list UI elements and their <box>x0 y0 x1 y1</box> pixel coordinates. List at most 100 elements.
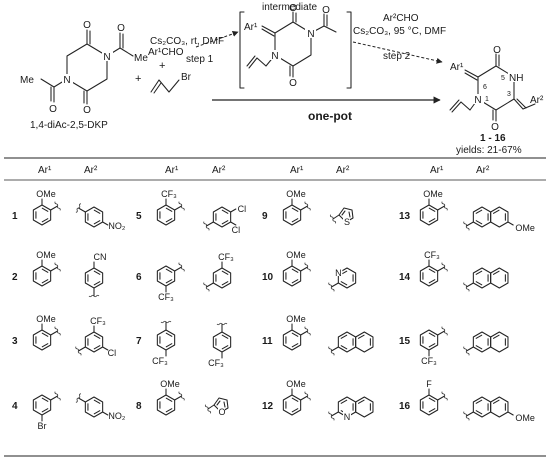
ar2-structure: N <box>328 396 374 422</box>
ar2-structure: CF₃ <box>208 322 232 368</box>
step2-conditions: Cs₂CO₃, 95 °C, DMF <box>353 26 446 37</box>
amide-n-label: N <box>307 29 314 40</box>
svg-text:CF₃: CF₃ <box>161 189 177 199</box>
svg-text:S: S <box>344 217 350 227</box>
ar2-structure: S <box>329 207 354 227</box>
compound-number: 2 <box>12 272 18 283</box>
compound-number: 9 <box>262 211 268 222</box>
reactant-name: 1,4-diAc-2,5-DKP <box>30 120 108 131</box>
svg-text:OMe: OMe <box>36 250 56 260</box>
carbonyl-o-label: O <box>491 122 499 133</box>
table-header: Ar¹ Ar² Ar¹ Ar² Ar¹ Ar² Ar¹ Ar² <box>38 165 490 176</box>
ring-position-number: 5 <box>501 75 505 82</box>
ar1-structure: OMe <box>282 314 311 351</box>
svg-text:NO₂: NO₂ <box>108 221 126 231</box>
compound-number: 13 <box>399 211 411 222</box>
acetyl-o-label: O <box>117 23 125 34</box>
amide-n-label: N <box>271 51 278 62</box>
compound-number: 10 <box>262 272 274 283</box>
step2-arrow <box>352 41 443 64</box>
header-ar1: Ar¹ <box>290 165 304 176</box>
carbonyl-o-label: O <box>83 105 91 116</box>
carbonyl-o-label: O <box>493 45 501 56</box>
svg-text:Cl: Cl <box>232 225 241 235</box>
compound-number: 12 <box>262 401 274 412</box>
ar1-structure: OMe <box>156 379 185 416</box>
svg-text:OMe: OMe <box>286 314 306 324</box>
svg-text:N: N <box>335 268 342 278</box>
compound-number: 3 <box>12 336 18 347</box>
step1-arrow <box>195 30 239 48</box>
header-ar1: Ar¹ <box>430 165 444 176</box>
ar1-structure: OMe <box>419 189 448 226</box>
header-ar2: Ar² <box>476 165 490 176</box>
compound-number: 8 <box>136 401 142 412</box>
reaction-scheme: N N O O O O Me Me 1,4-diAc-2,5-DKP + Ar¹… <box>20 2 544 156</box>
ring-position-number: 3 <box>507 91 511 98</box>
compound-number: 16 <box>399 401 411 412</box>
ar2-structure <box>463 331 509 356</box>
ar2-label: Ar² <box>530 95 544 106</box>
product-range: 1 - 16 <box>480 133 506 144</box>
ring-position-number: 6 <box>483 84 487 91</box>
ar2-structure: N <box>328 267 357 292</box>
diketopiperazine-structure <box>40 29 134 105</box>
ar2-structure: CF₃ <box>203 252 234 292</box>
header-ar2: Ar² <box>336 165 350 176</box>
svg-text:CF₃: CF₃ <box>158 292 174 302</box>
header-ar2: Ar² <box>84 165 98 176</box>
ar1-structure: OMe <box>32 189 61 226</box>
svg-text:N: N <box>344 412 351 422</box>
svg-text:Cl: Cl <box>238 204 247 214</box>
compound-number: 4 <box>12 401 18 412</box>
step1-label: step 1 <box>186 54 214 65</box>
ring-position-number: 1 <box>485 96 489 103</box>
ar1-structure: Br <box>32 391 61 431</box>
ar1-structure: OMe <box>32 314 61 351</box>
amide-n-label: N <box>63 75 70 86</box>
ar1-structure: OMe <box>282 250 311 287</box>
amide-n-label: N <box>103 52 110 63</box>
ar1-label: Ar¹ <box>244 22 258 33</box>
step2-aldehyde: Ar²CHO <box>383 13 419 24</box>
ar2-structure <box>328 331 374 356</box>
svg-text:OMe: OMe <box>160 379 180 389</box>
ar2-structure <box>463 267 509 292</box>
intermediate-title: intermediate <box>262 2 317 13</box>
ar1-label: Ar¹ <box>450 62 464 73</box>
svg-text:CF₃: CF₃ <box>152 356 168 366</box>
ar1-structure: OMe <box>282 189 311 226</box>
svg-text:OMe: OMe <box>515 413 535 423</box>
svg-text:OMe: OMe <box>36 314 56 324</box>
svg-text:CF₃: CF₃ <box>218 252 234 262</box>
carbonyl-o-label: O <box>289 78 297 89</box>
svg-text:Cl: Cl <box>108 348 117 358</box>
svg-text:CF₃: CF₃ <box>421 356 437 366</box>
ar1-structure: OMe <box>282 379 311 416</box>
ar1-structure: CF₃ <box>419 326 448 366</box>
nh-label: NH <box>509 73 523 84</box>
amide-n-label: N <box>474 95 481 106</box>
compound-number: 1 <box>12 211 18 222</box>
svg-text:Br: Br <box>38 421 47 431</box>
svg-text:OMe: OMe <box>515 223 535 233</box>
allyl-bromide-structure <box>150 79 180 94</box>
ar2-structure: NO₂ <box>75 203 126 231</box>
compound-number: 15 <box>399 336 411 347</box>
compound-number: 6 <box>136 272 142 283</box>
step2-label: step 2 <box>383 51 411 62</box>
svg-text:OMe: OMe <box>286 189 306 199</box>
compound-number: 14 <box>399 272 411 283</box>
